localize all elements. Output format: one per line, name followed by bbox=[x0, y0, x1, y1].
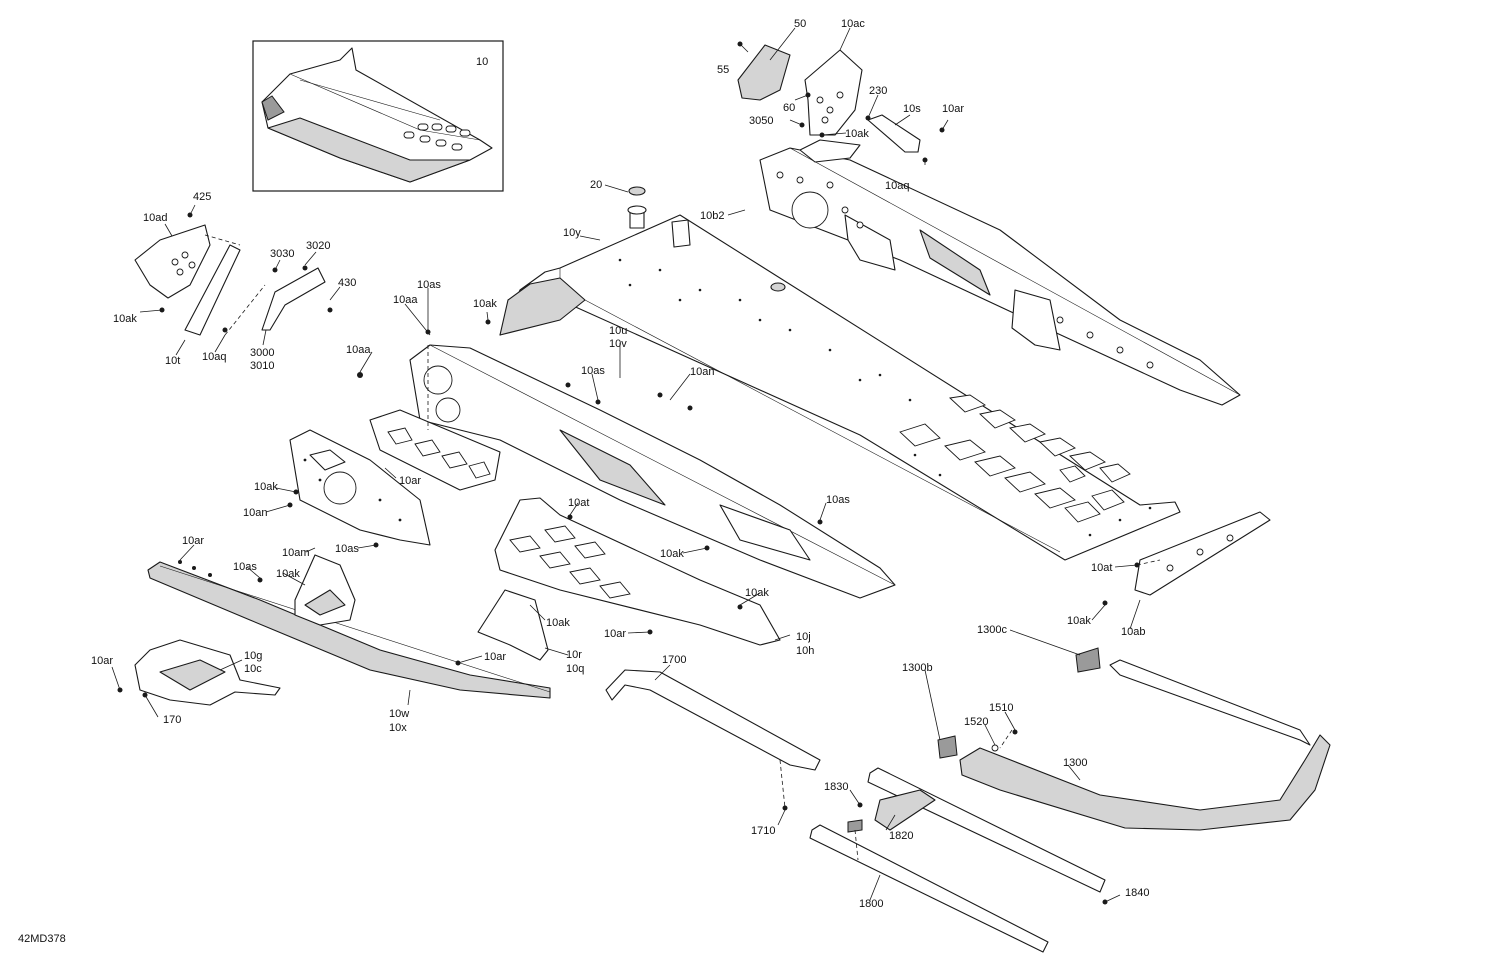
right-side-rail bbox=[759, 139, 1241, 406]
callout-10b2: 10b2 bbox=[700, 210, 724, 222]
left-chassis-plate bbox=[289, 429, 431, 546]
callout-1840: 1840 bbox=[1125, 887, 1149, 899]
callout-10ab: 10ab bbox=[1121, 626, 1145, 638]
callout-10ac: 10ac bbox=[841, 18, 865, 30]
tunnel-assembly bbox=[499, 186, 1181, 561]
callout-10ak-d: 10ak bbox=[254, 481, 278, 493]
callout-1520: 1520 bbox=[964, 716, 988, 728]
bracket-10r bbox=[477, 589, 549, 661]
leader-lines bbox=[111, 27, 1161, 903]
callout-10c: 10c bbox=[244, 663, 262, 675]
diagram-code: 42MD378 bbox=[18, 933, 66, 945]
callout-10aa-b: 10aa bbox=[346, 344, 371, 356]
callout-10u: 10u bbox=[609, 325, 627, 337]
callout-10h: 10h bbox=[796, 645, 814, 657]
fasteners bbox=[117, 41, 1140, 905]
callout-10at-a: 10at bbox=[568, 497, 589, 509]
callout-10s: 10s bbox=[903, 103, 921, 115]
upper-left-brackets bbox=[134, 224, 326, 336]
callout-3020: 3020 bbox=[306, 240, 330, 252]
callout-10ak-g: 10ak bbox=[745, 587, 769, 599]
callout-10ak-e: 10ak bbox=[660, 548, 684, 560]
callout-10as-b: 10as bbox=[581, 365, 605, 377]
callout-10ak-b: 10ak bbox=[113, 313, 137, 325]
callout-1710: 1710 bbox=[751, 825, 775, 837]
left-side-rail bbox=[369, 344, 896, 599]
inset-overview: 10 bbox=[252, 40, 504, 192]
callout-10ar-b: 10ar bbox=[399, 475, 421, 487]
callout-10j: 10j bbox=[796, 631, 811, 643]
callout-10ak-f: 10ak bbox=[276, 568, 300, 580]
slide-rails bbox=[809, 767, 1106, 953]
callout-10aq-b: 10aq bbox=[202, 351, 226, 363]
callout-10ar-c: 10ar bbox=[182, 535, 204, 547]
callout-1830: 1830 bbox=[824, 781, 848, 793]
callout-labels: 50 55 60 10ac 230 10s 10ar 3050 10ak 10a… bbox=[91, 18, 1149, 910]
callout-50: 50 bbox=[794, 18, 806, 30]
callout-10am: 10am bbox=[282, 547, 310, 559]
callout-10v: 10v bbox=[609, 338, 627, 350]
callout-10q: 10q bbox=[566, 663, 584, 675]
callout-10at-b: 10at bbox=[1091, 562, 1112, 574]
callout-10ar-f: 10ar bbox=[484, 651, 506, 663]
callout-1300b: 1300b bbox=[902, 662, 933, 674]
callout-10as-e: 10as bbox=[233, 561, 257, 573]
front-bumper-strip bbox=[147, 561, 551, 699]
callout-55: 55 bbox=[717, 64, 729, 76]
bracket-10am bbox=[294, 554, 356, 626]
runner-1700 bbox=[605, 669, 821, 771]
callout-1300: 1300 bbox=[1063, 757, 1087, 769]
callout-425: 425 bbox=[193, 191, 211, 203]
callout-3010: 3010 bbox=[250, 360, 274, 372]
callout-10t: 10t bbox=[165, 355, 180, 367]
callout-10an-b: 10an bbox=[243, 507, 267, 519]
callout-1300c: 1300c bbox=[977, 624, 1007, 636]
rear-bumper bbox=[937, 647, 1331, 831]
callout-1700: 1700 bbox=[662, 654, 686, 666]
callout-10ar-e: 10ar bbox=[91, 655, 113, 667]
callout-10aa-a: 10aa bbox=[393, 294, 418, 306]
callout-1820: 1820 bbox=[889, 830, 913, 842]
callout-430: 430 bbox=[338, 277, 356, 289]
callout-10ak-h: 10ak bbox=[546, 617, 570, 629]
callout-10x: 10x bbox=[389, 722, 407, 734]
callout-10ar-d: 10ar bbox=[604, 628, 626, 640]
callout-10-inset: 10 bbox=[476, 56, 488, 68]
callout-10as-a: 10as bbox=[417, 279, 441, 291]
callout-10ak-a: 10ak bbox=[845, 128, 869, 140]
callout-170: 170 bbox=[163, 714, 181, 726]
callout-10ak-i: 10ak bbox=[1067, 615, 1091, 627]
callout-1800: 1800 bbox=[859, 898, 883, 910]
rear-bracket-10ab bbox=[1134, 511, 1271, 596]
callout-10y: 10y bbox=[563, 227, 581, 239]
callout-10as-d: 10as bbox=[335, 543, 359, 555]
callout-10r: 10r bbox=[566, 649, 582, 661]
callout-10an-a: 10an bbox=[690, 366, 714, 378]
callout-60: 60 bbox=[783, 102, 795, 114]
callout-230: 230 bbox=[869, 85, 887, 97]
upper-right-brackets bbox=[737, 44, 921, 153]
callout-1510: 1510 bbox=[989, 702, 1013, 714]
callout-10as-c: 10as bbox=[826, 494, 850, 506]
callout-10aq-a: 10aq bbox=[885, 180, 909, 192]
callout-10ak-c: 10ak bbox=[473, 298, 497, 310]
callout-10ad: 10ad bbox=[143, 212, 167, 224]
mid-chassis bbox=[494, 497, 781, 646]
callout-3000: 3000 bbox=[250, 347, 274, 359]
callout-10g: 10g bbox=[244, 650, 262, 662]
callout-10w: 10w bbox=[389, 708, 409, 720]
callout-3030: 3030 bbox=[270, 248, 294, 260]
skid-plate bbox=[134, 639, 281, 706]
callout-3050: 3050 bbox=[749, 115, 773, 127]
callout-10ar-a: 10ar bbox=[942, 103, 964, 115]
callout-20: 20 bbox=[590, 179, 602, 191]
